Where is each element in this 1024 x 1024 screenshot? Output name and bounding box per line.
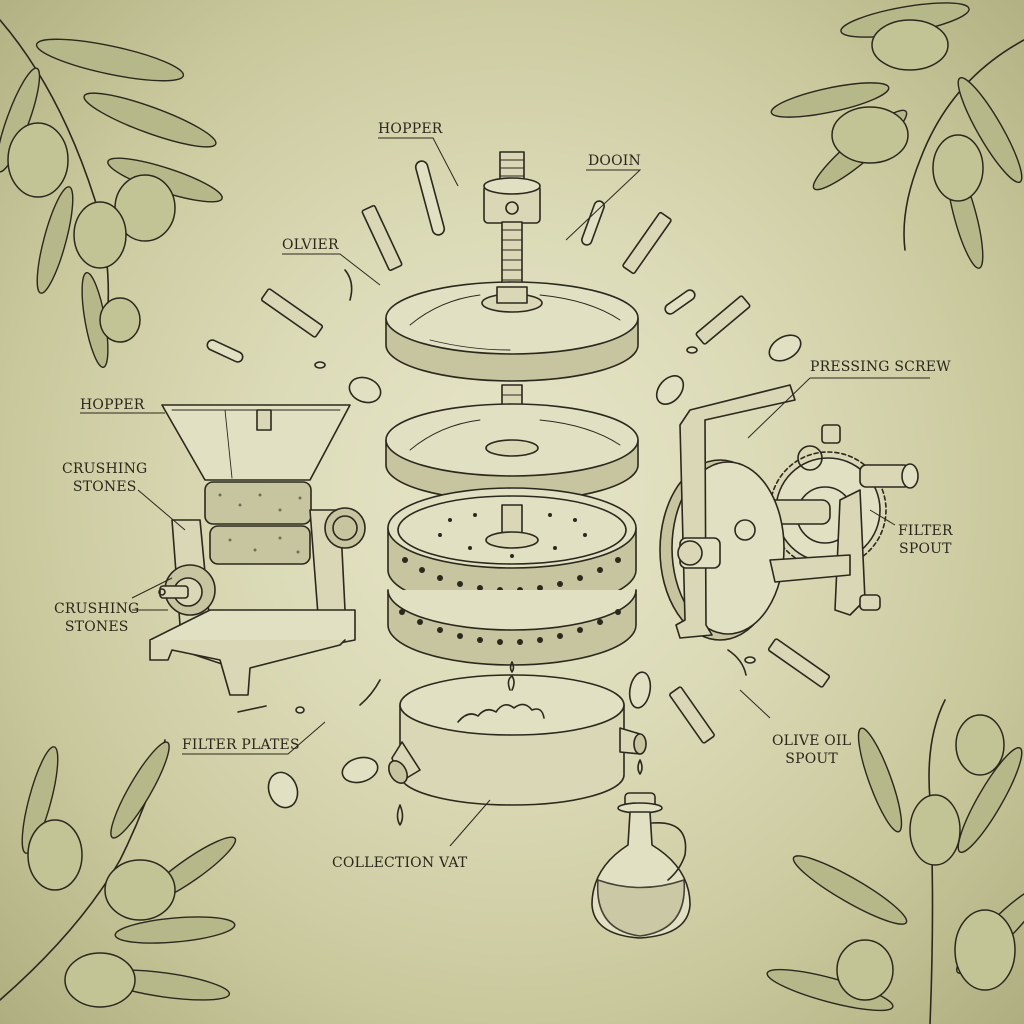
press-gear-wheel xyxy=(769,424,887,569)
label-hopper-top: HOPPER xyxy=(378,121,443,137)
label-olive-oil-spout: OLIVE OIL SPOUT xyxy=(772,733,852,767)
olive-branch-top-left xyxy=(0,19,223,369)
label-crushing-stones-2: CRUSHING STONES xyxy=(54,601,140,635)
upper-pressing-disc xyxy=(385,281,639,382)
label-crushing-stones-1: CRUSHING STONES xyxy=(62,461,148,495)
label-dooin: DOOIN xyxy=(588,153,641,169)
olive-branch-bottom-left xyxy=(0,739,237,1008)
lower-pressing-disc xyxy=(385,403,639,502)
filter-basket-upper xyxy=(387,487,637,611)
label-collection-vat: COLLECTION VAT xyxy=(332,855,468,871)
vat-spout-left xyxy=(388,741,421,784)
olive-mill xyxy=(149,404,366,696)
label-filter-spout: FILTER SPOUT xyxy=(898,523,953,557)
crushing-stones xyxy=(204,481,312,565)
leader-lines xyxy=(80,137,930,847)
scattered-parts xyxy=(206,160,831,809)
olive-branch-bottom-right xyxy=(766,699,1024,1024)
collection-vat xyxy=(388,661,647,826)
filter-basket-lower xyxy=(387,589,637,666)
label-filter-plates: FILTER PLATES xyxy=(182,737,300,753)
pressing-screw xyxy=(483,151,541,291)
label-pressing-screw: PRESSING SCREW xyxy=(810,359,951,375)
mill-gear-wheel-left xyxy=(158,564,216,616)
label-hopper-left: HOPPER xyxy=(80,397,145,413)
press-frame xyxy=(769,489,881,616)
oil-cruet xyxy=(591,792,691,939)
side-press xyxy=(659,384,919,641)
mill-hopper xyxy=(161,404,351,481)
mill-gear-wheel-right xyxy=(324,507,366,549)
label-olvier: OLVIER xyxy=(282,237,339,253)
olive-branch-top-right xyxy=(770,2,1024,269)
vat-spout-right xyxy=(619,727,647,755)
press-handle xyxy=(675,384,796,639)
